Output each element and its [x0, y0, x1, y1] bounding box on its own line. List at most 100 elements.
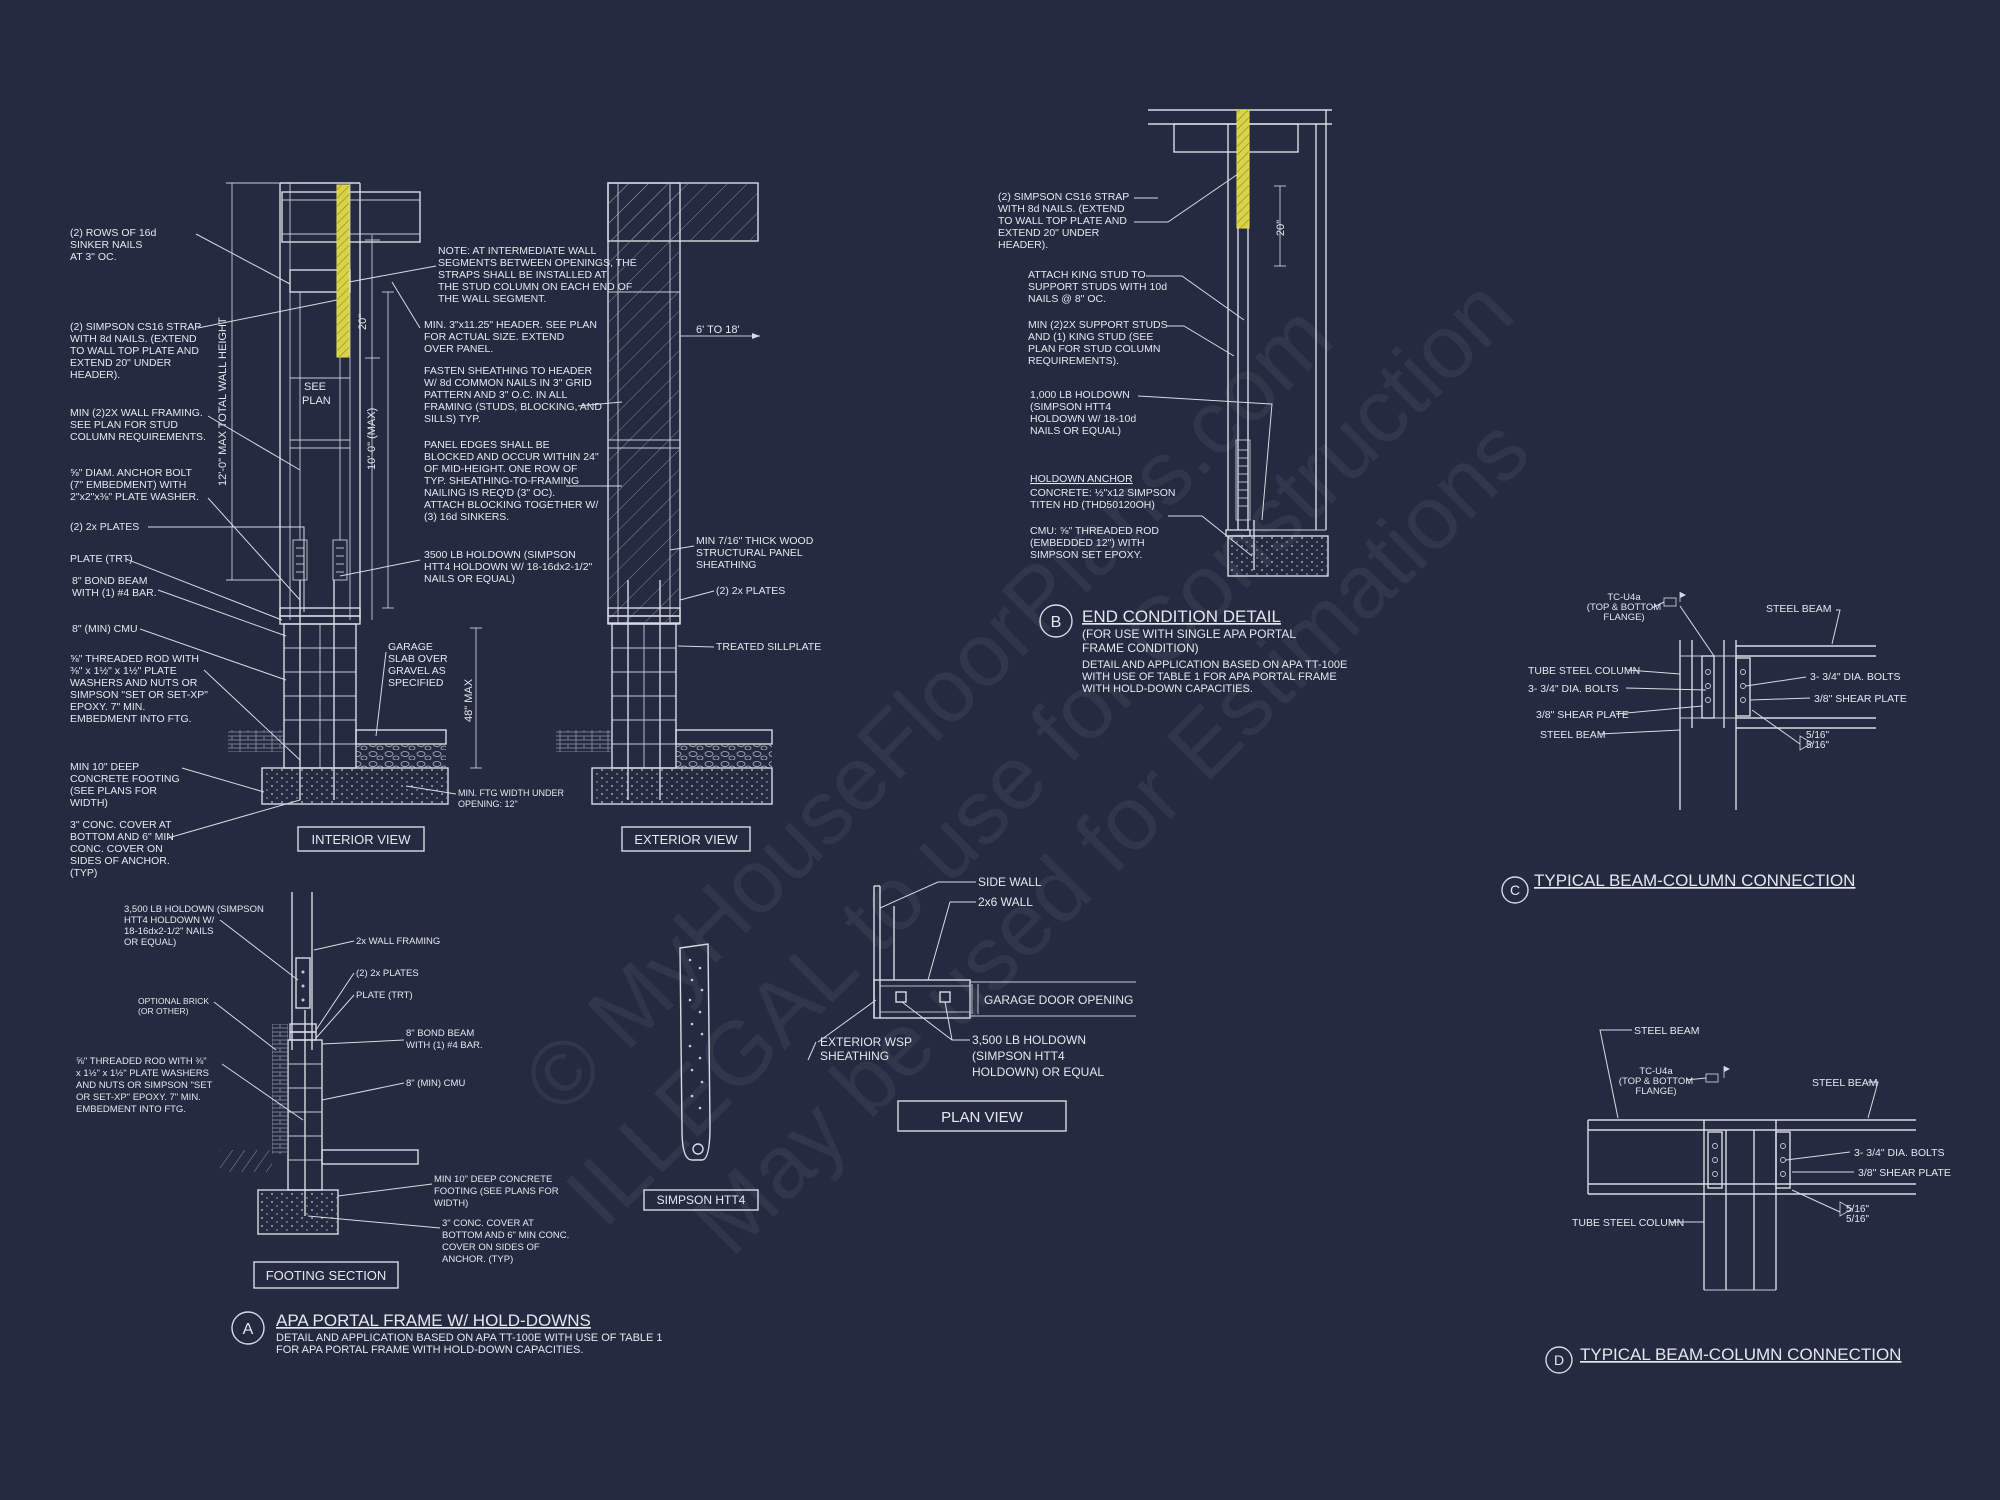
ctr-note-2-l3: OVER PANEL. — [424, 343, 493, 355]
plan-view-label: PLAN VIEW — [941, 1109, 1024, 1126]
detail-b-sub2-3: WITH HOLD-DOWN CAPACITIES. — [1082, 683, 1253, 695]
ftg-note-4: PLATE (TRT) — [356, 990, 413, 1001]
ftg-note-1-l4: OR EQUAL) — [124, 937, 176, 948]
int-note-8: 8" (MIN) CMU — [72, 623, 138, 635]
int-note-11-l1: 3" CONC. COVER AT — [70, 819, 172, 831]
ctr-note-2-l1: MIN. 3"x11.25" HEADER. SEE PLAN — [424, 319, 597, 331]
b-anchor-title: HOLDOWN ANCHOR — [1030, 473, 1133, 485]
ftg-note-5-l2: (OR OTHER) — [138, 1006, 189, 1016]
dim-footing-max: 48" MAX — [463, 678, 475, 722]
d-steel-beam-right: STEEL BEAM — [1812, 1077, 1878, 1089]
detail-a-sub-1: DETAIL AND APPLICATION BASED ON APA TT-1… — [276, 1332, 663, 1344]
ftg-note-1-l2: HTT4 HOLDOWN W/ — [124, 915, 215, 926]
ctr-note-1-l1: NOTE: AT INTERMEDIATE WALL — [438, 245, 596, 257]
int-note-4-l2: (7" EMBEDMENT) WITH — [70, 479, 186, 491]
detail-c-marker — [1501, 876, 1529, 904]
detail-a-title-block: A APA PORTAL FRAME W/ HOLD-DOWNS DETAIL … — [231, 1311, 663, 1356]
d-tc-l1: TC-U4a — [1639, 1066, 1673, 1077]
ftg-note-8: 8" (MIN) CMU — [406, 1078, 465, 1089]
b-note-1-l3: TO WALL TOP PLATE AND — [998, 215, 1127, 227]
d-tube-column: TUBE STEEL COLUMN — [1572, 1217, 1684, 1229]
plan-garage-door: GARAGE DOOR OPENING — [984, 993, 1133, 1007]
int-note-10-l1: MIN 10" DEEP — [70, 761, 139, 773]
c-tc-l3: FLANGE) — [1603, 612, 1644, 623]
ext-note-1-l3: SHEATHING — [696, 559, 756, 571]
detail-b-title-block: B END CONDITION DETAIL (FOR USE WITH SIN… — [1039, 604, 1347, 695]
int-note-5: (2) 2x PLATES — [70, 521, 139, 533]
ftg-note-10-l2: BOTTOM AND 6" MIN CONC. — [442, 1230, 569, 1241]
dim-see-plan-1: SEE — [304, 381, 326, 393]
plan-2x6-wall: 2x6 WALL — [978, 895, 1033, 909]
ctr-note-5-l1: 3500 LB HOLDOWN (SIMPSON — [424, 549, 576, 561]
int-note-2-l4: EXTEND 20" UNDER — [70, 357, 172, 369]
min-ftg-l1: MIN. FTG WIDTH UNDER — [458, 788, 564, 798]
ext-note-1-l2: STRUCTURAL PANEL — [696, 547, 803, 559]
ftg-note-2: 2x WALL FRAMING — [356, 936, 440, 947]
ftg-note-7-l5: EMBEDMENT INTO FTG. — [76, 1104, 186, 1115]
int-note-3-l3: COLUMN REQUIREMENTS. — [70, 431, 206, 443]
c-tc-l1: TC-U4a — [1607, 592, 1641, 603]
exterior-view-label: EXTERIOR VIEW — [634, 832, 738, 847]
simpson-label: SIMPSON HTT4 — [657, 1193, 746, 1207]
ctr-note-3-l2: W/ 8d COMMON NAILS IN 3" GRID — [424, 377, 592, 389]
exterior-notes: MIN 7/16" THICK WOOD STRUCTURAL PANEL SH… — [669, 535, 821, 653]
ctr-note-3-l1: FASTEN SHEATHING TO HEADER — [424, 365, 592, 377]
ftg-note-1-l3: 18-16dx2-1/2" NAILS — [124, 926, 213, 937]
beam-column-d-drawing — [1587, 1066, 1916, 1291]
int-note-7-l1: 8" BOND BEAM — [72, 575, 148, 587]
ctr-note-4-l3: OF MID-HEIGHT. ONE ROW OF — [424, 463, 577, 475]
ftg-note-10-l1: 3" CONC. COVER AT — [442, 1218, 534, 1229]
b-note-1-l2: WITH 8d NAILS. (EXTEND — [998, 203, 1125, 215]
b-note-3-l1: MIN (2)2X SUPPORT STUDS — [1028, 319, 1168, 331]
detail-a-sub-2: FOR APA PORTAL FRAME WITH HOLD-DOWN CAPA… — [276, 1344, 583, 1356]
detail-b-letter: B — [1051, 614, 1062, 631]
detail-b-sub2-1: DETAIL AND APPLICATION BASED ON APA TT-1… — [1082, 659, 1347, 671]
ftg-note-5-l1: OPTIONAL BRICK — [138, 996, 209, 1006]
int-note-4-l3: 2"x2"x⅜" PLATE WASHER. — [70, 491, 199, 503]
int-note-2-l1: (2) SIMPSON CS16 STRAP — [70, 321, 201, 333]
ctr-note-3-l4: FRAMING (STUDS, BLOCKING, AND — [424, 401, 602, 413]
int-note-6: PLATE (TRT) — [70, 553, 133, 565]
d-weld-2: 5/16" — [1846, 1214, 1869, 1225]
b-note-3-l2: AND (1) KING STUD (SEE — [1028, 331, 1153, 343]
int-note-9-l2: ⅜" x 1½" x 1½" PLATE — [70, 665, 177, 677]
detail-b-dim: 20" — [1275, 220, 1287, 236]
ctr-note-4-l6: ATTACH BLOCKING TOGETHER W/ — [424, 499, 598, 511]
ctr-note-4-l7: (3) 16d SINKERS. — [424, 511, 509, 523]
detail-c-title: TYPICAL BEAM-COLUMN CONNECTION — [1534, 871, 1855, 890]
dim-see-plan-2: PLAN — [302, 395, 331, 407]
ftg-note-10-l3: COVER ON SIDES OF — [442, 1242, 540, 1253]
d-tc-l3: FLANGE) — [1635, 1086, 1676, 1097]
exterior-view-label-box — [621, 826, 751, 852]
c-weld-2: 5/16" — [1806, 740, 1829, 751]
ctr-note-4-l2: BLOCKED AND OCCUR WITHIN 24" — [424, 451, 599, 463]
b-note-4-l1: 1,000 LB HOLDOWN — [1030, 389, 1130, 401]
int-note-9-l5: EPOXY. 7" MIN. — [70, 701, 145, 713]
ext-note-1-l1: MIN 7/16" THICK WOOD — [696, 535, 814, 547]
simpson-htt4-drawing — [679, 943, 711, 1161]
ftg-note-6-l2: WITH (1) #4 BAR. — [406, 1040, 483, 1051]
d-shear: 3/8" SHEAR PLATE — [1858, 1167, 1951, 1179]
b-cmu-l1: CMU: ⅝" THREADED ROD — [1030, 525, 1159, 537]
detail-b-sub-1: (FOR USE WITH SINGLE APA PORTAL — [1082, 627, 1296, 641]
min-ftg-l2: OPENING: 12" — [458, 799, 518, 809]
c-tube-column: TUBE STEEL COLUMN — [1528, 665, 1640, 677]
ftg-note-9-l1: MIN 10" DEEP CONCRETE — [434, 1174, 552, 1185]
end-condition-drawing — [1148, 109, 1332, 577]
ctr-note-1-l4: THE STUD COLUMN ON EACH END OF — [438, 281, 632, 293]
ctr-note-4-l5: NAILING IS REQ'D (3" OC). — [424, 487, 555, 499]
d-tc-l2: (TOP & BOTTOM — [1619, 1076, 1694, 1087]
c-steel-beam: STEEL BEAM — [1766, 603, 1832, 615]
ctr-note-3-l3: PATTERN AND 3" O.C. IN ALL — [424, 389, 568, 401]
detail-c-letter: C — [1510, 882, 1520, 898]
dim-clear-height: 10'-0" (MAX) — [366, 408, 378, 470]
ftg-note-10-l4: ANCHOR. (TYP) — [442, 1254, 513, 1265]
d-steel-beam-top: STEEL BEAM — [1634, 1025, 1700, 1037]
garage-note-l4: SPECIFIED — [388, 677, 444, 689]
ext-note-2: (2) 2x PLATES — [716, 585, 785, 597]
end-condition-notes: (2) SIMPSON CS16 STRAP WITH 8d NAILS. (E… — [998, 173, 1273, 561]
ftg-note-7-l4: OR SET-XP" EPOXY. 7" MIN. — [76, 1092, 201, 1103]
plan-holdown-l2: (SIMPSON HTT4 — [972, 1049, 1065, 1063]
d-weld-1: 5/16" — [1846, 1204, 1869, 1215]
